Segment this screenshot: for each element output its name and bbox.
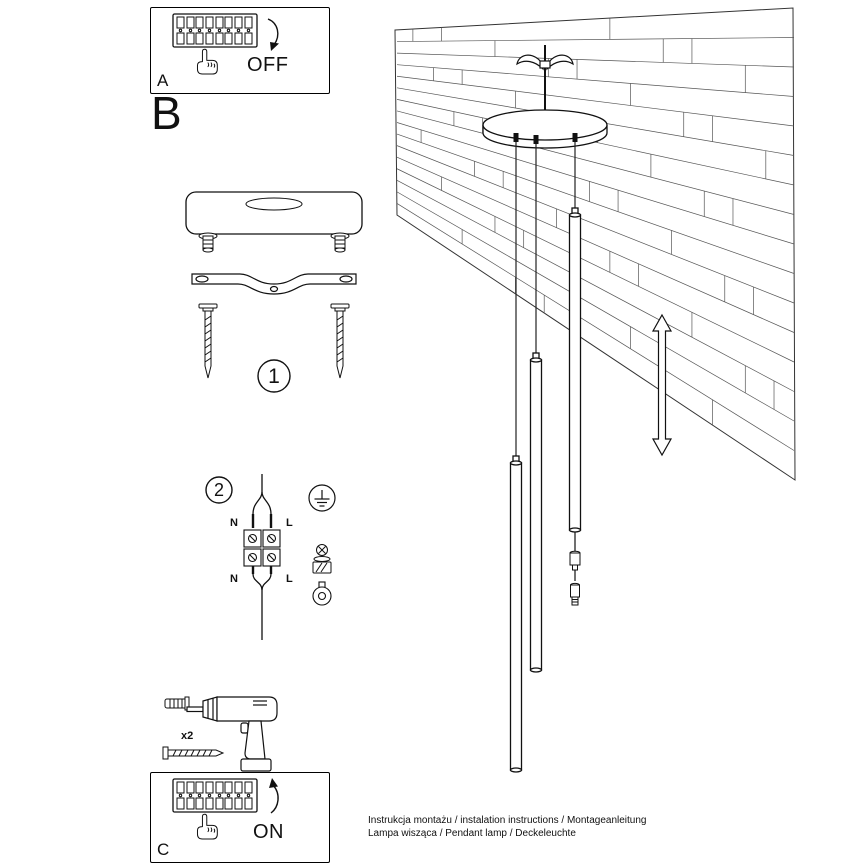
- terminal-block: [243, 529, 281, 567]
- panel-c-letter: C: [157, 840, 170, 859]
- turn-on-arrow-icon: [269, 778, 279, 814]
- mounting-screw-left: [198, 303, 218, 379]
- step-2-number: 2: [214, 480, 224, 500]
- step-number-badge-1: 1: [257, 359, 291, 393]
- lamp-wire: [251, 566, 273, 640]
- cable-clamp: [312, 581, 332, 606]
- fuse-panel: [172, 778, 258, 813]
- terminal-label-n-top: N: [230, 517, 238, 529]
- fuse-box-on-illustration: [172, 778, 279, 840]
- step-1-number: 1: [268, 365, 280, 388]
- ceiling-hook: [516, 54, 574, 71]
- dowel-quantity-label: x2: [181, 730, 193, 742]
- mounting-screw-right: [330, 303, 350, 379]
- fuse-box-off-illustration: [172, 13, 279, 75]
- ceiling-surface: [394, 7, 796, 481]
- instructions-title-line: Instrukcja montażu / instalation instruc…: [368, 815, 647, 826]
- footer-text: Instrukcja montażu / instalation instruc…: [368, 814, 647, 840]
- step-a-panel: OFF A: [150, 7, 330, 94]
- step-1-mounting-diagram: 1: [185, 191, 363, 393]
- threaded-post-left: [198, 232, 218, 253]
- terminal-label-l-bottom: L: [286, 573, 293, 585]
- turn-off-arrow-icon: [267, 18, 279, 51]
- fuse-panel: [172, 13, 258, 48]
- mounting-strap: [191, 273, 357, 295]
- power-state-on: ON: [253, 821, 284, 843]
- step-2-wiring-diagram: 2 N L N L: [205, 474, 336, 640]
- power-state-off: OFF: [247, 54, 289, 76]
- terminal-label-l-top: L: [286, 517, 293, 529]
- step-number-badge-2: 2: [205, 476, 233, 504]
- terminal-label-n-bottom: N: [230, 573, 238, 585]
- pendant-tube-left: [509, 455, 523, 773]
- ceiling-plate: [185, 191, 363, 235]
- panel-a-letter: A: [157, 71, 169, 90]
- canopy: [482, 109, 608, 149]
- pendant-tube-right: [568, 207, 582, 533]
- wall-plug-icon: [164, 696, 190, 711]
- threaded-post-right: [330, 232, 350, 253]
- pendant-lamp-illustration: [394, 7, 796, 773]
- pendant-tube-middle: [529, 352, 543, 673]
- screw-icon: [162, 746, 225, 760]
- supply-wire: [251, 474, 273, 528]
- ground-symbol: [308, 484, 336, 512]
- step-c-panel: ON C: [150, 772, 330, 863]
- ground-screw-assembly: [312, 544, 332, 574]
- ceiling-planks: [396, 18, 795, 451]
- power-drill-icon: [186, 696, 278, 772]
- height-adjustment-arrow: [651, 313, 673, 457]
- drill-tools-illustration: x2: [162, 696, 278, 772]
- cable-glands: [513, 133, 578, 144]
- pointing-hand-icon: [196, 813, 218, 840]
- section-b-letter: B: [151, 87, 182, 139]
- cable-lock-detail: [569, 532, 581, 606]
- product-name-line: Lampa wisząca / Pendant lamp / Deckeleuc…: [368, 828, 576, 839]
- pointing-hand-icon: [196, 48, 218, 75]
